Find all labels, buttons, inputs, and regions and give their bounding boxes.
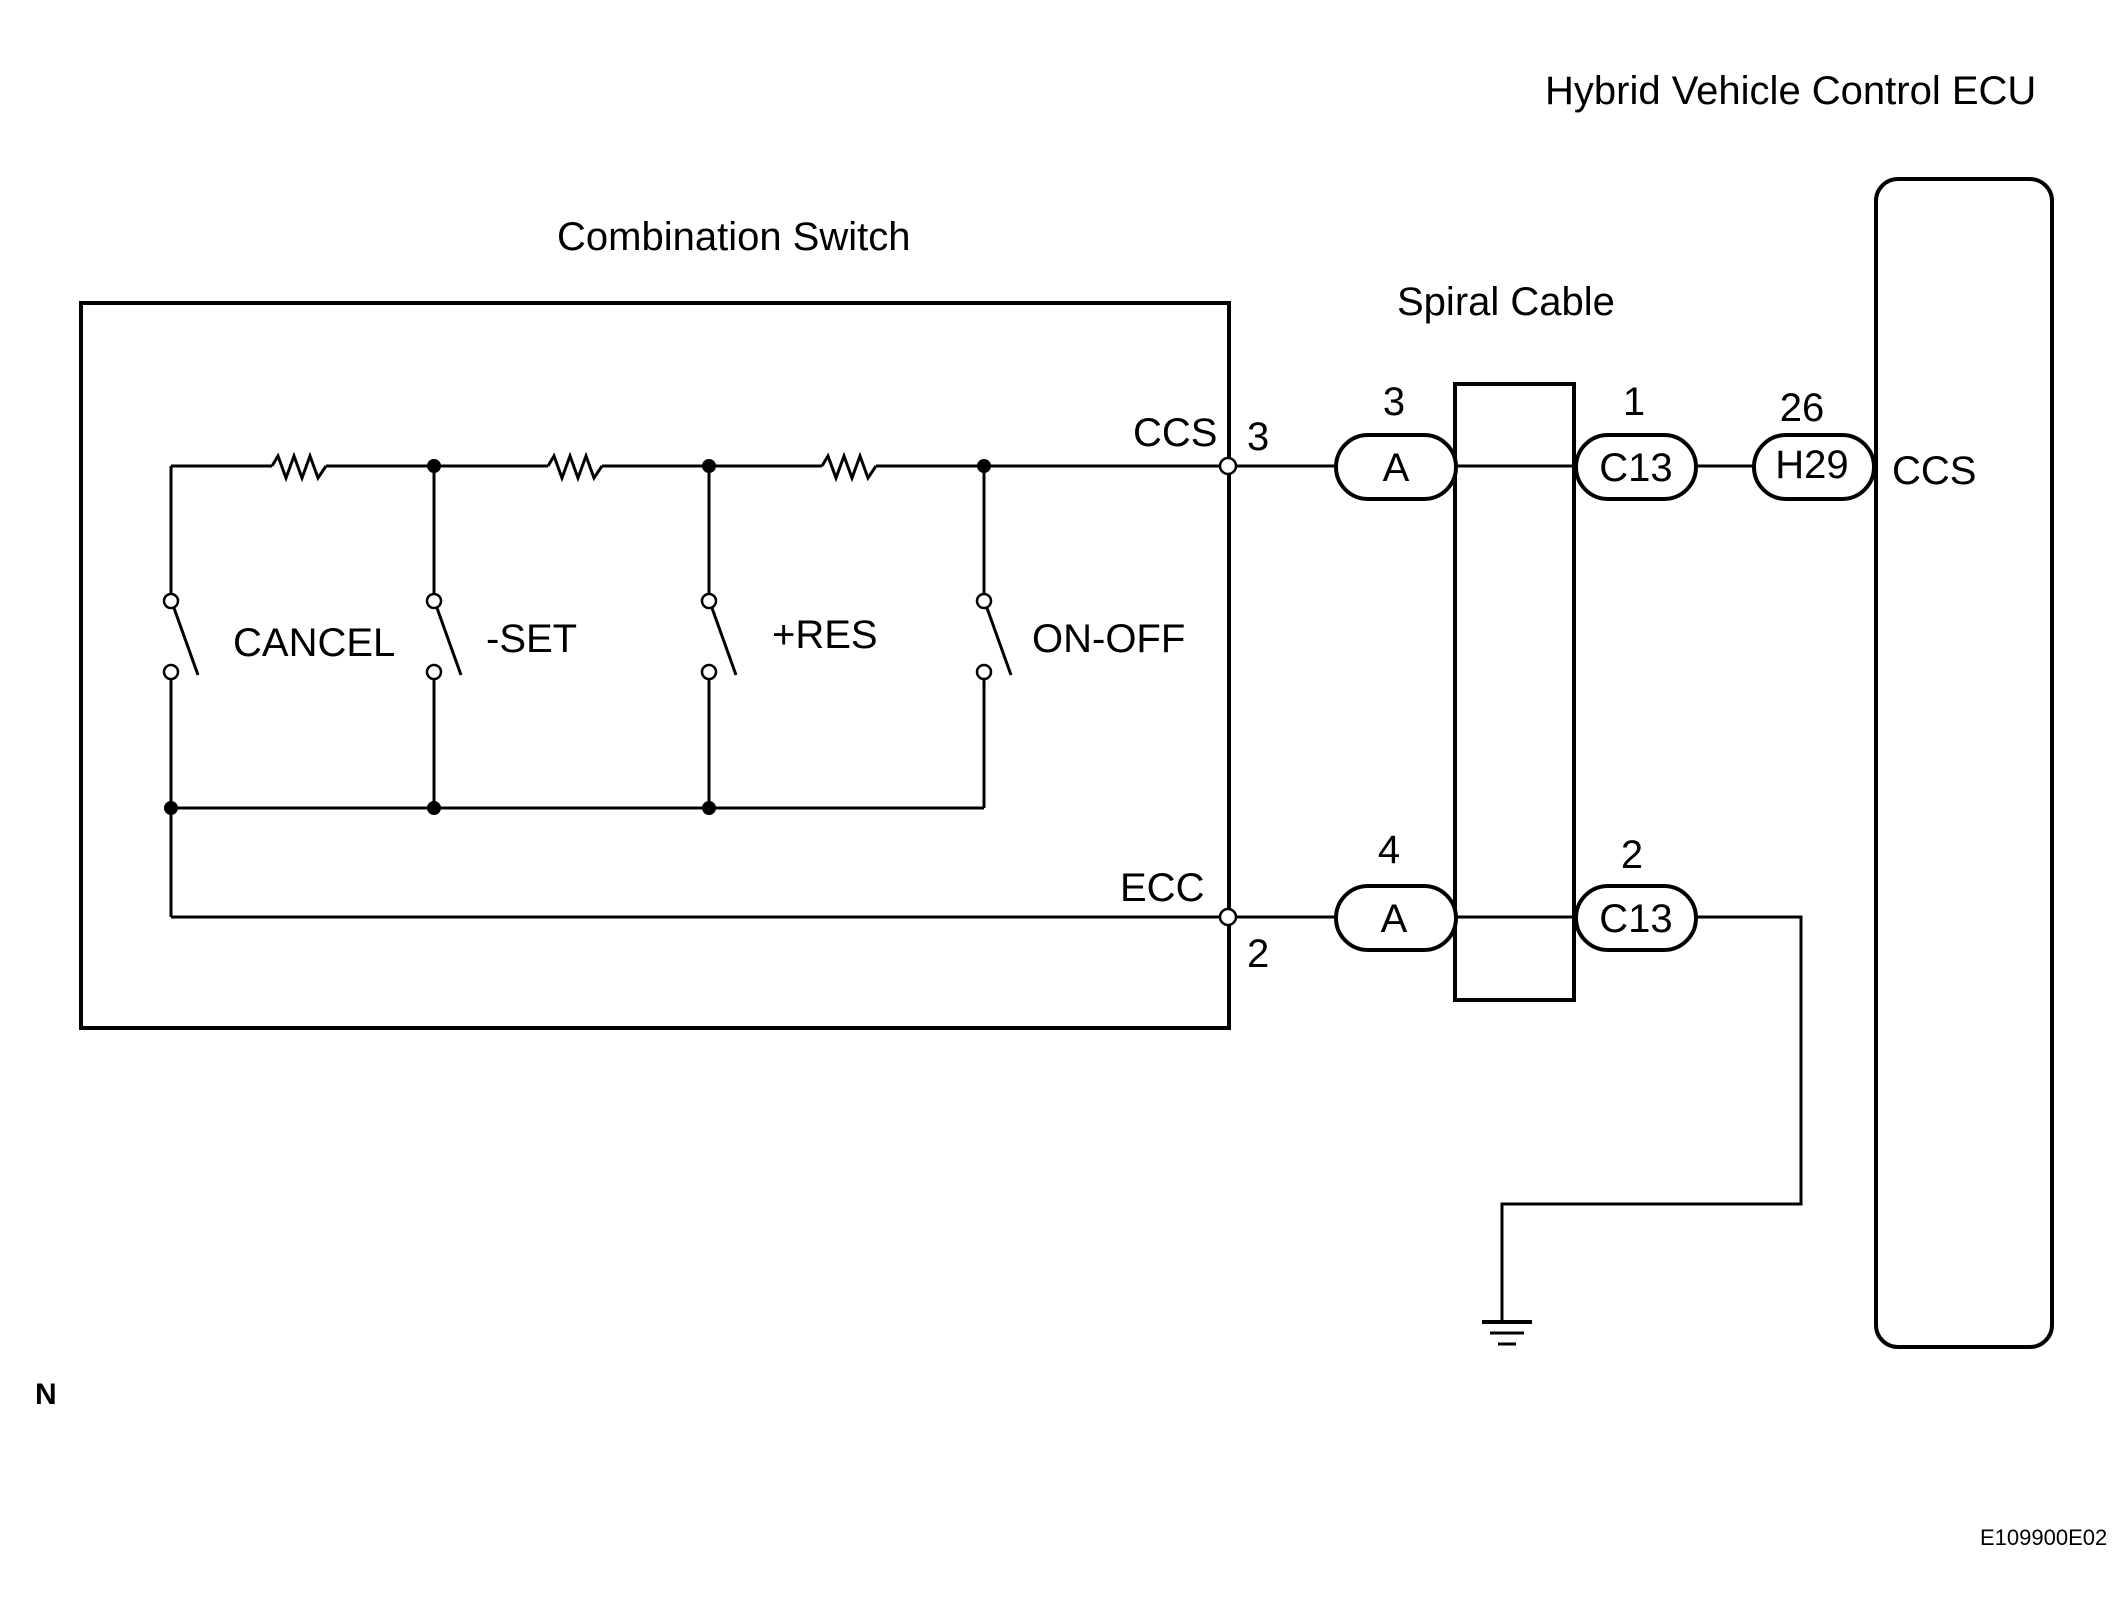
switch-cancel-contact-top [162, 592, 180, 610]
connector-c13-top-label: C13 [1599, 446, 1672, 490]
ground-icon [1482, 1320, 1532, 1346]
spiral-cable-body [1453, 382, 1576, 1002]
connector-c13-bottom: C13 [1574, 884, 1698, 952]
switch-branches [162, 466, 1228, 919]
ecu-pin-label-ccs: CCS [1892, 449, 1976, 493]
harness-wires [1228, 464, 1876, 1322]
resistor-ladder [171, 451, 1228, 483]
terminal-ccs [1218, 456, 1238, 476]
connector-c13-bottom-label: C13 [1599, 897, 1672, 941]
switch-set-contact-top [425, 592, 443, 610]
switch-onoff-contact-bottom [975, 663, 993, 681]
connector-a-bottom-label: A [1381, 897, 1408, 941]
resistor-2 [546, 451, 604, 483]
terminal-label-ccs: CCS [1133, 411, 1217, 455]
spiral-cable-title: Spiral Cable [1397, 280, 1615, 324]
connector-c13-top-pin: 1 [1623, 380, 1645, 424]
ecu-title: Hybrid Vehicle Control ECU [1545, 69, 2036, 113]
connector-a-bottom-pin: 4 [1378, 828, 1400, 872]
terminal-ecc [1218, 907, 1238, 927]
connector-a-top-pin: 3 [1383, 380, 1405, 424]
terminal-label-ecc: ECC [1120, 866, 1204, 910]
resistor-1 [270, 451, 328, 483]
switch-label-cancel: CANCEL [233, 621, 395, 665]
junction-dots [164, 459, 991, 815]
resistor-3 [820, 451, 878, 483]
ecu-body [1874, 177, 2054, 1349]
terminal-pin-ecc: 2 [1247, 932, 1269, 976]
switch-label-res: +RES [772, 613, 878, 657]
connector-h29-label: H29 [1775, 443, 1848, 487]
terminal-pin-ccs: 3 [1247, 415, 1269, 459]
connector-c13-bottom-pin: 2 [1621, 833, 1643, 877]
switch-res-contact-top [700, 592, 718, 610]
connector-a-top-label: A [1383, 446, 1410, 490]
connector-h29: H29 [1752, 433, 1876, 501]
connector-a-bottom: A [1334, 884, 1458, 952]
corner-mark: N [35, 1378, 57, 1411]
combination-switch-title: Combination Switch [557, 215, 911, 259]
switch-label-onoff: ON-OFF [1032, 617, 1185, 661]
figure-code: E109900E02 [1980, 1525, 2107, 1550]
switch-res-contact-bottom [700, 663, 718, 681]
switch-label-set: -SET [486, 617, 577, 661]
switch-set-contact-bottom [425, 663, 443, 681]
combination-switch-box [79, 301, 1231, 1030]
switch-cancel-contact-bottom [162, 663, 180, 681]
switch-onoff-contact-top [975, 592, 993, 610]
connector-a-top: A [1334, 433, 1458, 501]
connector-c13-top: C13 [1574, 433, 1698, 501]
connector-h29-pin: 26 [1780, 386, 1825, 430]
